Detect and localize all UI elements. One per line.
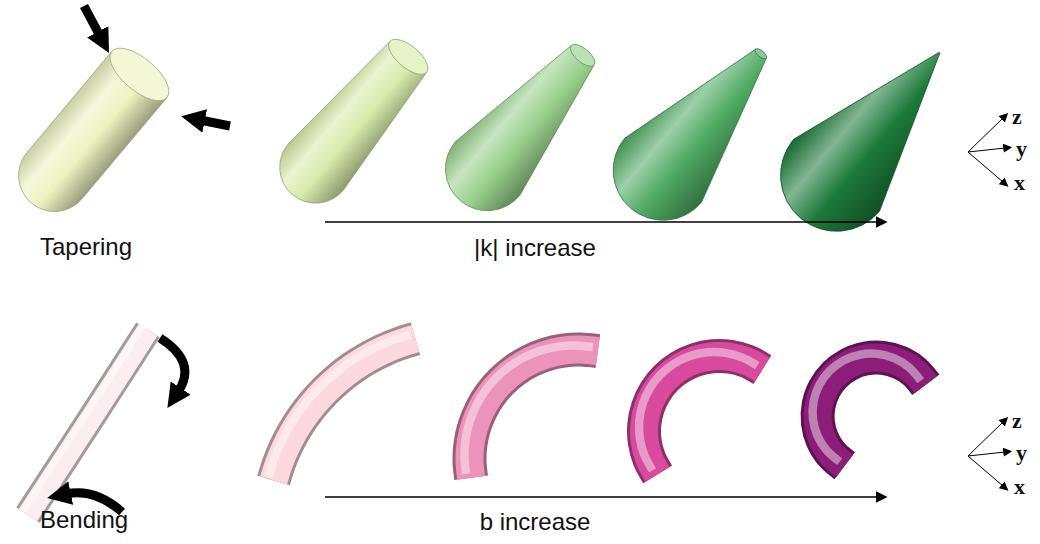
axis-name: y: [1016, 138, 1027, 160]
shape-body: [428, 28, 614, 228]
axis-name: x: [1014, 172, 1025, 194]
straight-rod: [23, 326, 148, 515]
axis-triad: [968, 422, 1005, 486]
tube-highlight: [639, 352, 757, 470]
axis-line: [968, 452, 1005, 456]
axis-line: [968, 118, 1003, 152]
axis-line: [968, 456, 1003, 486]
shape-cap: [101, 39, 177, 110]
axis-name: y: [1016, 442, 1027, 464]
axis-name: x: [1014, 476, 1025, 498]
tapered-shape: [428, 23, 619, 228]
tube-highlight: [464, 345, 592, 473]
axis-name: z: [1012, 410, 1022, 432]
force-arrow: [84, 6, 100, 36]
tube-body: [469, 349, 597, 477]
tube-highlight: [269, 335, 411, 477]
increase-axis: [325, 496, 878, 498]
tube-body: [818, 358, 926, 466]
tube-shadow: [818, 358, 926, 466]
tapered-shape: [265, 25, 443, 217]
axis-line: [968, 148, 1005, 152]
row-title: Tapering: [40, 235, 132, 259]
shape-body: [593, 22, 799, 241]
tube-shadow: [274, 339, 416, 481]
shape-body: [265, 34, 436, 218]
bent-tube: [813, 354, 926, 466]
tube-body: [28, 330, 148, 515]
axis-label: |k| increase: [474, 236, 596, 260]
tapered-shape: [758, 17, 983, 254]
axis-line: [968, 152, 1003, 182]
axis-line: [968, 422, 1003, 456]
shape-cap: [753, 47, 768, 61]
bend-arrow: [160, 338, 185, 392]
axis-triad: [968, 118, 1005, 182]
force-arrow: [200, 120, 230, 126]
tube-highlight: [813, 354, 921, 462]
tube-shadow: [28, 330, 148, 515]
axis-label: b increase: [480, 510, 591, 534]
increase-axis: [325, 221, 878, 223]
shape-cap: [383, 33, 434, 80]
cylinder: [4, 39, 178, 226]
row-title: Bending: [40, 508, 128, 532]
shape-cap: [567, 41, 599, 71]
shape-body: [758, 17, 983, 254]
axis-name: z: [1012, 106, 1022, 128]
bent-tube: [464, 345, 597, 477]
tapered-shape: [593, 19, 801, 240]
tube-highlight: [23, 326, 143, 511]
bent-tube: [269, 335, 416, 481]
tube-shadow: [469, 349, 597, 477]
tube-body: [274, 339, 416, 481]
bent-tube: [639, 352, 762, 474]
